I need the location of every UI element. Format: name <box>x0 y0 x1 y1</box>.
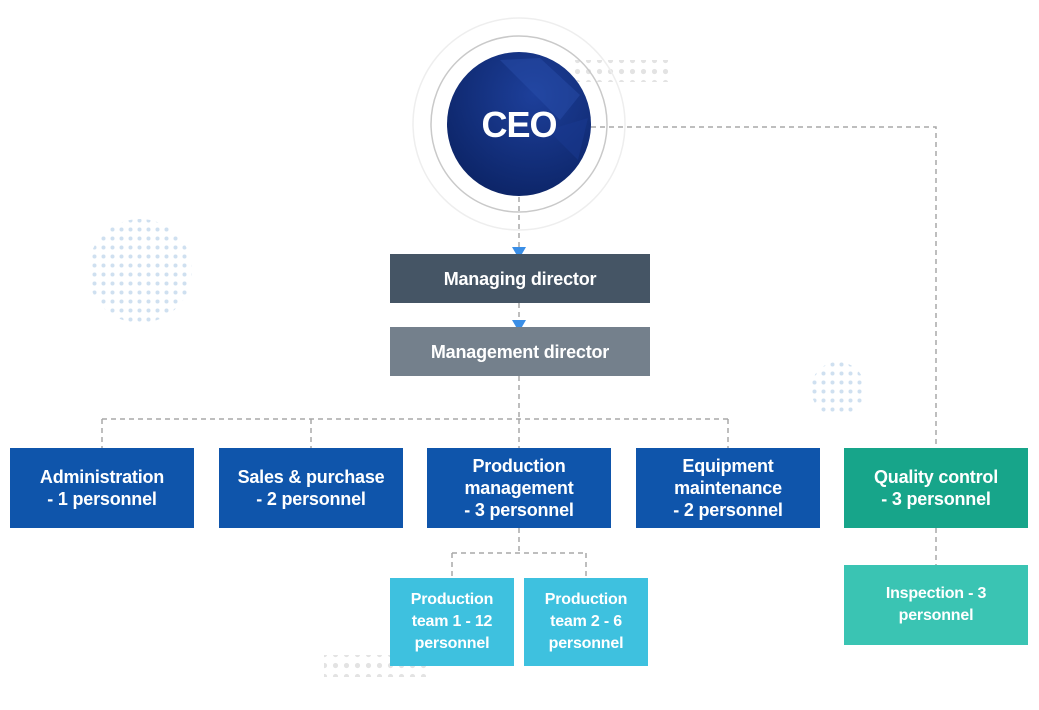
department-personnel: - 3 personnel <box>881 489 991 509</box>
inspection-personnel: personnel <box>898 607 974 624</box>
department-quality-control: Quality control - 3 personnel <box>844 448 1028 528</box>
department-label: Administration <box>39 467 165 487</box>
production-team-1: Production team 1 - 12 personnel <box>390 578 514 666</box>
department-personnel: - 3 personnel <box>464 500 574 520</box>
management-director-label: Management director <box>430 341 610 362</box>
ceo-facet <box>548 118 588 160</box>
team-label: Production <box>544 591 628 608</box>
team-label: team 1 - 12 <box>411 613 493 630</box>
department-personnel: - 2 personnel <box>673 500 783 520</box>
ceo-circle <box>447 52 591 196</box>
inspection-label: Inspection - 3 <box>885 585 987 602</box>
department-equipment-maintenance: Equipment maintenance - 2 personnel <box>636 448 820 528</box>
managing-director-box: Managing director <box>390 254 650 303</box>
department-label: Equipment <box>682 456 774 476</box>
arrow-down-icon <box>512 247 526 259</box>
ceo-outer-ring <box>412 17 626 231</box>
team-personnel: personnel <box>548 635 624 652</box>
department-label: management <box>464 478 574 498</box>
department-production-management: Production management - 3 personnel <box>427 448 611 528</box>
team-label: team 2 - 6 <box>550 613 622 630</box>
department-label: Production <box>472 456 566 476</box>
department-administration: Administration - 1 personnel <box>10 448 194 528</box>
team-label: Production <box>410 591 494 608</box>
decor-dots-top <box>572 60 674 82</box>
managing-director-label: Managing director <box>443 268 597 289</box>
connector-ceo-quality <box>591 126 937 448</box>
department-sales-purchase: Sales & purchase - 2 personnel <box>219 448 403 528</box>
management-director-box: Management director <box>390 327 650 376</box>
ceo-label: CEO <box>481 104 557 145</box>
inspection-box: Inspection - 3 personnel <box>844 565 1028 645</box>
decor-dots-left <box>88 219 192 323</box>
team-personnel: personnel <box>414 635 490 652</box>
department-label: maintenance <box>674 478 782 498</box>
department-label: Sales & purchase <box>237 467 385 487</box>
ceo-facet <box>500 58 580 120</box>
department-label: Quality control <box>873 467 998 487</box>
department-personnel: - 1 personnel <box>47 489 157 509</box>
production-team-2: Production team 2 - 6 personnel <box>524 578 648 666</box>
decor-dots-right <box>811 362 865 416</box>
arrow-down-icon <box>512 320 526 332</box>
department-personnel: - 2 personnel <box>256 489 366 509</box>
ceo-inner-ring <box>430 35 608 213</box>
